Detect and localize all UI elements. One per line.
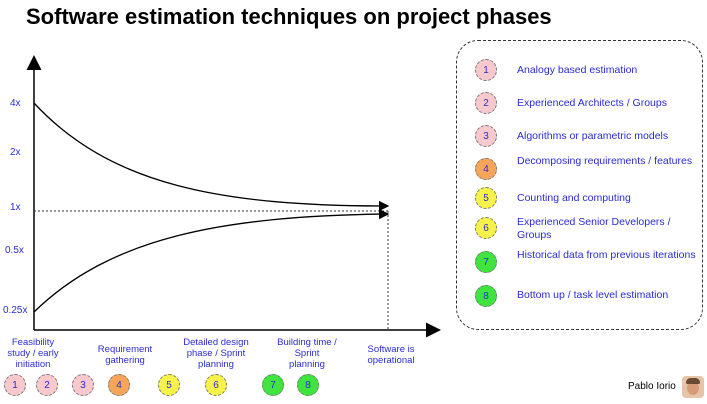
- legend-text: Experienced Architects / Groups: [517, 97, 667, 109]
- legend-circle-8: 8: [475, 285, 497, 307]
- phase-circle-8: 8: [297, 374, 319, 396]
- legend-item: 5 Counting and computing: [457, 184, 704, 212]
- legend-item: 2 Experienced Architects / Groups: [457, 89, 704, 117]
- legend-item: 4 Decomposing requirements / features: [457, 155, 704, 183]
- legend-text: Counting and computing: [517, 192, 631, 204]
- y-label-1x: 1x: [10, 202, 21, 213]
- legend-circle-1: 1: [475, 59, 497, 81]
- legend-item: 1 Analogy based estimation: [457, 56, 704, 84]
- legend-item: 8 Bottom up / task level estimation: [457, 282, 704, 310]
- legend-text: Bottom up / task level estimation: [517, 289, 669, 301]
- phase-circle-1: 1: [4, 374, 26, 396]
- phase-feasibility: Feasibility study / early initiation: [7, 337, 59, 370]
- y-label-2x: 2x: [10, 147, 21, 158]
- legend-circle-4: 4: [475, 158, 497, 180]
- phase-building: Building time / Sprint planning: [277, 337, 337, 370]
- legend-circle-5: 5: [475, 187, 497, 209]
- avatar-hair: [686, 378, 700, 384]
- legend-circle-3: 3: [475, 125, 497, 147]
- legend-text: Analogy based estimation: [517, 64, 638, 76]
- legend-circle-6: 6: [475, 217, 497, 239]
- author-avatar: [682, 376, 704, 398]
- y-label-0-5x: 0.5x: [5, 245, 24, 256]
- legend-item: 3 Algorithms or parametric models: [457, 122, 704, 150]
- page-title: Software estimation techniques on projec…: [26, 4, 552, 29]
- phase-circle-4: 4: [108, 374, 130, 396]
- legend-item: 6 Experienced Senior Developers / Groups: [457, 214, 704, 242]
- upper-estimate-curve: [33, 102, 390, 212]
- y-label-4x: 4x: [10, 98, 21, 109]
- avatar-face: [687, 381, 699, 395]
- legend-circle-2: 2: [475, 92, 497, 114]
- phase-circle-3: 3: [72, 374, 94, 396]
- legend-circle-7: 7: [475, 251, 497, 273]
- legend-panel: 1 Analogy based estimation 2 Experienced…: [456, 40, 703, 330]
- phase-circle-7: 7: [262, 374, 284, 396]
- phase-requirements: Requirement gathering: [97, 344, 153, 366]
- legend-item: 7 Historical data from previous iteratio…: [457, 248, 704, 276]
- legend-text: Experienced Senior Developers / Groups: [517, 216, 671, 241]
- legend-text: Decomposing requirements / features: [517, 155, 693, 167]
- legend-text: Historical data from previous iterations: [517, 249, 696, 261]
- phase-operational: Software is operational: [367, 344, 415, 366]
- phase-detailed-design: Detailed design phase / Sprint planning: [183, 337, 249, 370]
- phase-circle-2: 2: [36, 374, 58, 396]
- author-name: Pablo Iorio: [628, 381, 676, 392]
- lower-estimate-curve: [33, 208, 390, 313]
- y-label-0-25x: 0.25x: [3, 305, 28, 316]
- legend-text: Algorithms or parametric models: [517, 130, 669, 142]
- phase-circle-6: 6: [205, 374, 227, 396]
- phase-circle-5: 5: [158, 374, 180, 396]
